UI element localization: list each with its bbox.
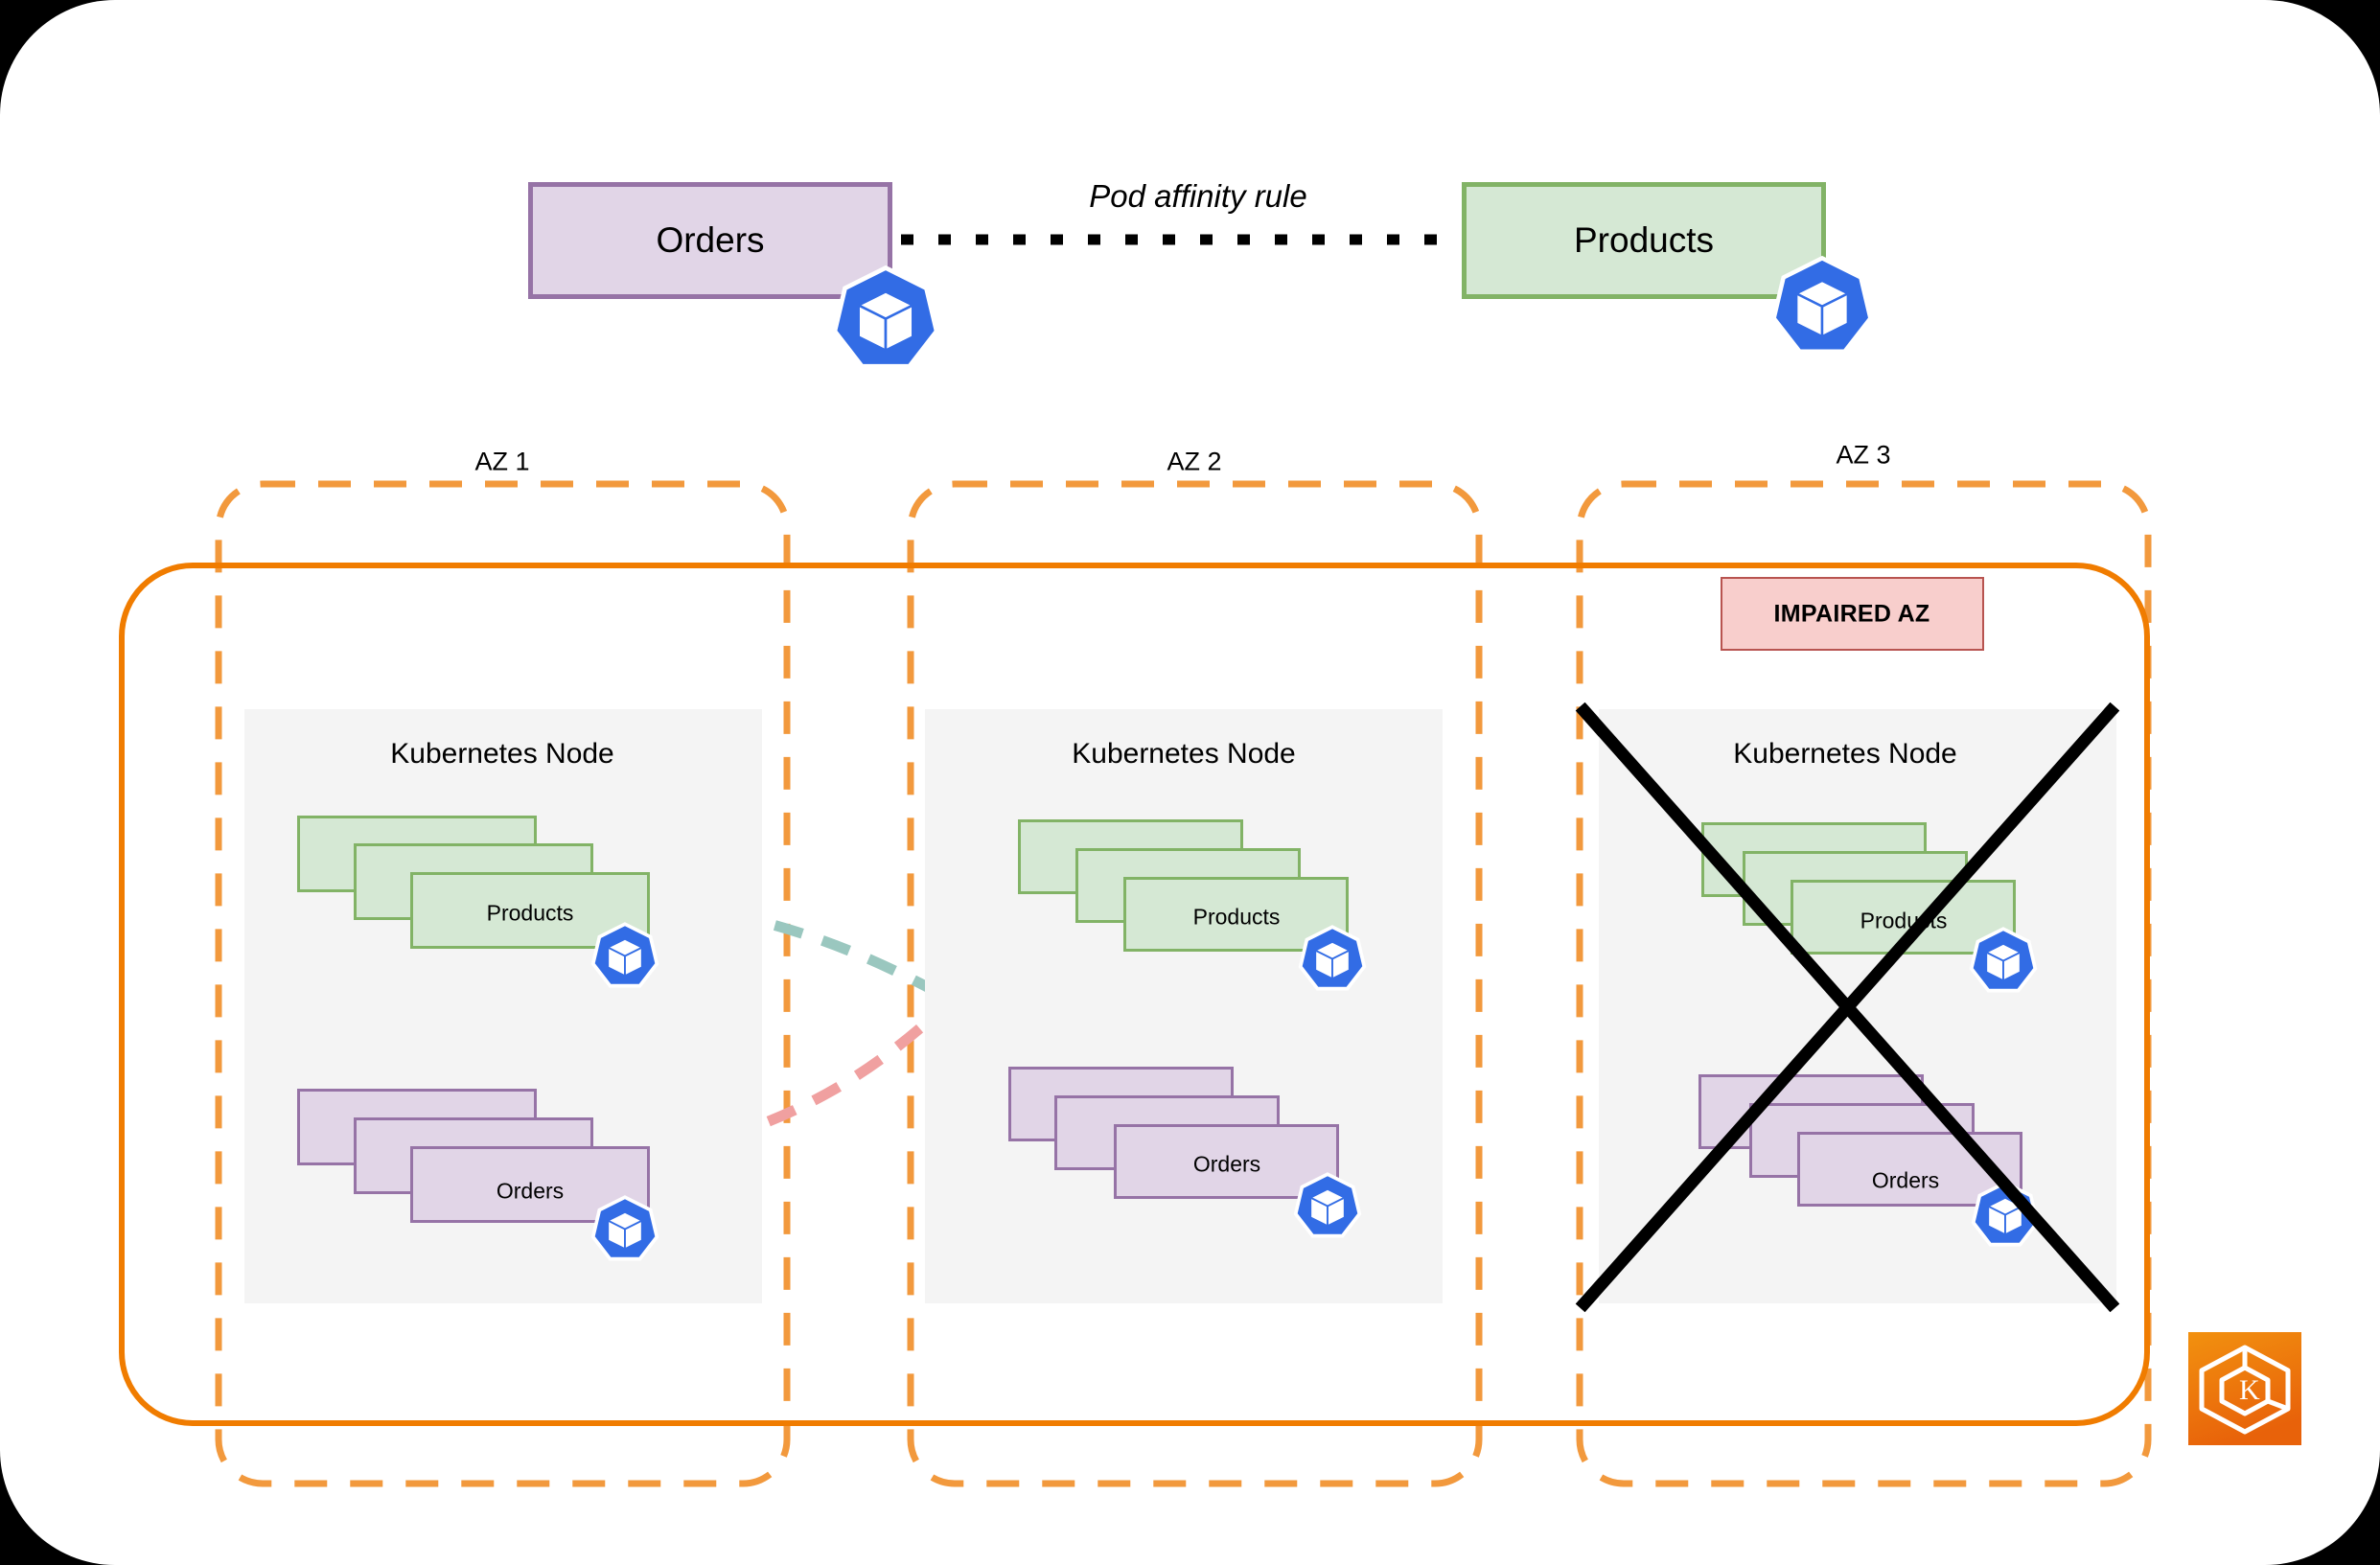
az-2-boundary bbox=[907, 480, 1483, 1487]
az-1-orders-k8s-icon bbox=[589, 1195, 660, 1266]
az-3-orders-k8s-icon bbox=[1970, 1181, 2041, 1252]
az-2-label: AZ 2 bbox=[1167, 447, 1222, 476]
az-2-orders-pod-label: Orders bbox=[1192, 1151, 1261, 1177]
az-3-label: AZ 3 bbox=[1836, 440, 1891, 470]
az-2-products-k8s-icon bbox=[1297, 925, 1368, 996]
az-1-label: AZ 1 bbox=[474, 447, 530, 476]
orders-service-label: Orders bbox=[656, 220, 765, 260]
az-2-node-label: Kubernetes Node bbox=[1072, 738, 1296, 770]
az-3-node-label: Kubernetes Node bbox=[1733, 738, 1957, 770]
az-3-products-k8s-icon bbox=[1968, 927, 2039, 998]
impaired-az-badge bbox=[1721, 577, 1984, 651]
az-1-node-label: Kubernetes Node bbox=[390, 738, 614, 770]
orders-service-k8s-icon bbox=[829, 265, 942, 378]
az-1-products-k8s-icon bbox=[589, 922, 660, 993]
impaired-az-badge-label: IMPAIRED AZ bbox=[1773, 600, 1930, 628]
az-1-products-pod-1[interactable] bbox=[410, 872, 650, 949]
svg-text:K: K bbox=[2239, 1374, 2260, 1406]
products-service-label: Products bbox=[1573, 220, 1715, 260]
az-3-products-pod-label: Products bbox=[1860, 908, 1948, 933]
kubernetes-cluster-boundary bbox=[119, 563, 2150, 1426]
az-1-orders-pod-label: Orders bbox=[496, 1178, 565, 1204]
az-2-orders-k8s-icon bbox=[1292, 1172, 1363, 1243]
az-2-products-pod-label: Products bbox=[1192, 904, 1281, 930]
kubernetes-k-logo: K bbox=[2188, 1332, 2301, 1445]
az-1-products-pod-label: Products bbox=[486, 900, 574, 926]
orders-service-box[interactable] bbox=[528, 182, 892, 299]
products-service-k8s-icon bbox=[1768, 255, 1876, 362]
az-3-orders-pod-label: Orders bbox=[1871, 1167, 1940, 1193]
az-2-node-box[interactable] bbox=[925, 709, 1443, 1303]
az-1-boundary bbox=[215, 480, 791, 1487]
pod-affinity-rule-label: Pod affinity rule bbox=[1089, 178, 1307, 214]
products-service-box[interactable] bbox=[1462, 182, 1826, 299]
